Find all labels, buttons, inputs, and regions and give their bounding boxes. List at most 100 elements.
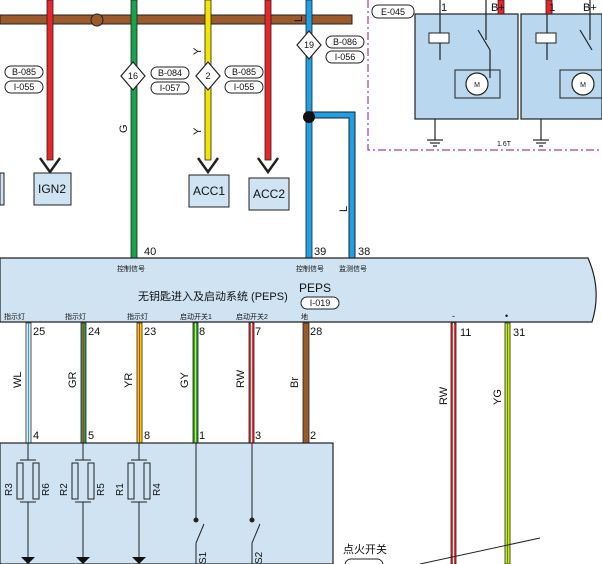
left-edge-box: [0, 172, 5, 206]
peps-bottom-pin-7: 7: [255, 326, 261, 338]
far-pin-1: 1: [199, 430, 205, 442]
wire-acc2: [264, 0, 272, 161]
wire-green-g: [130, 0, 138, 259]
splice-19: 19 B-086 I-056: [296, 30, 365, 64]
relay-pin-bplus-b: B+: [583, 2, 597, 14]
bus-junction-dot: [90, 13, 104, 27]
arrow-ign2: [38, 157, 62, 175]
arrow-acc2: [256, 157, 280, 175]
resistor-group-1: [16, 443, 40, 564]
motor-label-1: M: [474, 82, 480, 89]
relay-pin-1: 1: [441, 2, 447, 14]
relay-coil-1: [428, 32, 450, 44]
fuse-ign2-box: [33, 172, 72, 206]
far-pin-5: 5: [88, 430, 94, 442]
peps-bottom-pin-8: 8: [199, 326, 205, 338]
ignition-switch-bracket: [419, 537, 541, 564]
fuse-acc2: ACC2: [253, 187, 285, 201]
splice-16: 16 B-084 I-057: [120, 61, 190, 95]
wire-code-br: Br: [289, 377, 301, 388]
relay-frame: [367, 0, 602, 151]
arrow-acc1: [196, 157, 220, 175]
fuse-acc1: ACC1: [193, 184, 225, 198]
splice-16-conn-a: B-084: [158, 68, 182, 78]
peps-bottom-signal-23: 指示灯: [127, 312, 148, 321]
peps-title: 无钥匙进入及启动系统 (PEPS): [138, 289, 288, 303]
switch-s1: [193, 443, 205, 564]
wire-code-gr: GR: [67, 371, 79, 388]
switch-label-s1: S1: [198, 551, 209, 564]
resistor-r1: R1: [115, 483, 126, 496]
peps-bottom-pin-23: 23: [144, 326, 156, 338]
resistor-r3: R3: [4, 483, 15, 496]
resistor-group-3: [127, 443, 151, 564]
peps-name: PEPS: [299, 281, 331, 295]
resistor-r5: R5: [96, 483, 107, 496]
connector-e045-box: [371, 4, 415, 19]
wire-ign2: [46, 0, 54, 161]
right-wire-mark-11: -: [452, 311, 455, 321]
right-wire-mark-31: •: [505, 311, 508, 321]
far-pin-4: 4: [33, 430, 39, 442]
splice-19-conn-a: B-086: [333, 37, 357, 47]
peps-connector-box: [300, 296, 340, 310]
fuse-acc1-box: [188, 174, 230, 208]
splice-2-number: 2: [205, 71, 210, 81]
relay-pin-1b: 1: [549, 2, 555, 14]
resistor-r6: R6: [41, 483, 52, 496]
top-bus-wire: [0, 14, 353, 25]
led-3: [132, 557, 146, 564]
wire-code-l-lower: L: [338, 206, 350, 212]
ground-label: 1.6T: [497, 141, 512, 148]
peps-bottom-signal-8: 启动开关1: [180, 312, 212, 321]
wire-code-right-yg: YG: [492, 389, 504, 405]
splice-16-conn-b: I-057: [160, 83, 181, 93]
peps-bottom-signal-7: 启动开关2: [236, 312, 268, 321]
ignition-switch-connector: [344, 558, 384, 564]
peps-bottom-pin-25: 25: [33, 326, 45, 338]
led-1: [21, 557, 35, 564]
resistor-r4: R4: [152, 483, 163, 496]
splice-19-conn-b: I-056: [335, 52, 356, 62]
switch-label-s2: S2: [254, 551, 265, 564]
motor-2: [571, 72, 595, 96]
wire-br: [302, 322, 310, 444]
splice-19-number: 19: [304, 40, 314, 50]
peps-bottom-signal-25: 指示灯: [4, 312, 25, 321]
left-conn-a: B-085: [12, 67, 36, 77]
ignition-switch-label: 点火开关: [343, 542, 387, 556]
peps-pin-39: 39: [314, 246, 326, 258]
peps-connector: I-019: [310, 298, 331, 308]
splice-2: 2 B-085 I-055: [195, 61, 264, 94]
wire-code-g: G: [118, 124, 130, 133]
wire-code-rw: RW: [235, 369, 247, 388]
led-2: [76, 557, 90, 564]
resistor-r2: R2: [59, 483, 70, 496]
relay-red-wire-1: [497, 0, 505, 15]
peps-signal-40: 控制信号: [117, 264, 145, 273]
wire-code-right-rw: RW: [438, 386, 450, 405]
splice-16-number: 16: [128, 71, 138, 81]
far-pin-8: 8: [144, 430, 150, 442]
peps-signal-39: 控制信号: [296, 264, 324, 273]
wire-blue-38: [312, 111, 356, 258]
wire-code-wl: WL: [12, 372, 24, 389]
motor-1: [465, 72, 489, 96]
left-conn-a-box: [4, 65, 44, 79]
right-pin-11: 11: [460, 327, 471, 339]
fuse-acc2-box: [248, 177, 290, 211]
left-conn-b-box: [4, 80, 44, 94]
wire-code-y-upper: Y: [192, 47, 204, 55]
switch-module: [0, 442, 334, 564]
peps-module: [0, 257, 597, 323]
peps-pin-38: 38: [358, 246, 370, 258]
blue-junction-dot: [303, 111, 315, 123]
splice-2-conn-a: B-085: [232, 67, 256, 77]
peps-bottom-pin-28: 28: [310, 326, 322, 338]
far-pin-2: 2: [310, 430, 316, 442]
left-conn-b: I-055: [14, 82, 35, 92]
relay-box-2: [520, 13, 602, 120]
relay-pin-bplus: B+: [491, 2, 505, 14]
peps-bottom-pin-24: 24: [88, 326, 100, 338]
